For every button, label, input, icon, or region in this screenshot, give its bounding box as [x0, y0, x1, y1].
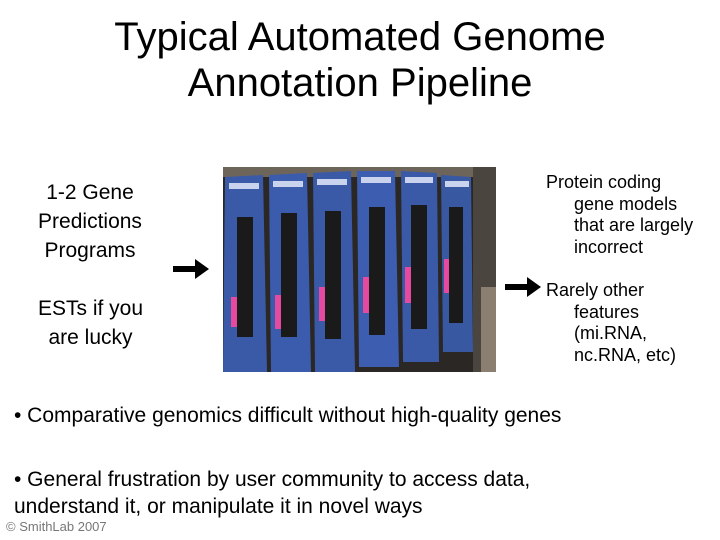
- input-line: Programs: [44, 239, 136, 262]
- output-line: incorrect: [574, 236, 644, 257]
- right-arrow-icon: [173, 259, 209, 279]
- bullet-user-frustration: • General frustration by user community …: [14, 466, 704, 520]
- slide-title: Typical Automated Genome Annotation Pipe…: [0, 14, 720, 106]
- title-line-1: Typical Automated Genome: [114, 15, 606, 59]
- output-line: (mi.RNA,: [574, 323, 647, 343]
- copyright-notice: © SmithLab 2007: [6, 519, 107, 534]
- bullet-line: understand it, or manipulate it in novel…: [14, 495, 423, 518]
- bullet-line: • Comparative genomics difficult without…: [14, 404, 562, 427]
- server-rack-photo: [223, 167, 496, 372]
- input-line: are lucky: [48, 326, 133, 349]
- output-line: nc.RNA, etc): [574, 344, 677, 365]
- output-other-features: Rarely other features (mi.RNA, nc.RNA, e…: [546, 280, 716, 366]
- output-line: Rarely other: [546, 280, 645, 300]
- output-line: that are largely: [574, 215, 694, 235]
- bullet-line: • General frustration by user community …: [14, 468, 531, 491]
- title-line-2: Annotation Pipeline: [187, 61, 533, 105]
- input-line: ESTs if you: [37, 297, 144, 320]
- output-line: features: [574, 301, 640, 322]
- right-arrow-icon: [505, 277, 541, 297]
- input-ests: ESTs if you are lucky: [18, 294, 163, 352]
- output-line: gene models: [574, 193, 678, 214]
- input-line: 1-2 Gene: [46, 181, 134, 204]
- input-gene-prediction: 1-2 Gene Predictions Programs: [20, 178, 160, 265]
- input-line: Predictions: [38, 210, 142, 233]
- output-protein-coding: Protein coding gene models that are larg…: [546, 172, 716, 258]
- output-line: Protein coding: [546, 172, 662, 192]
- bullet-comparative-genomics: • Comparative genomics difficult without…: [14, 402, 704, 429]
